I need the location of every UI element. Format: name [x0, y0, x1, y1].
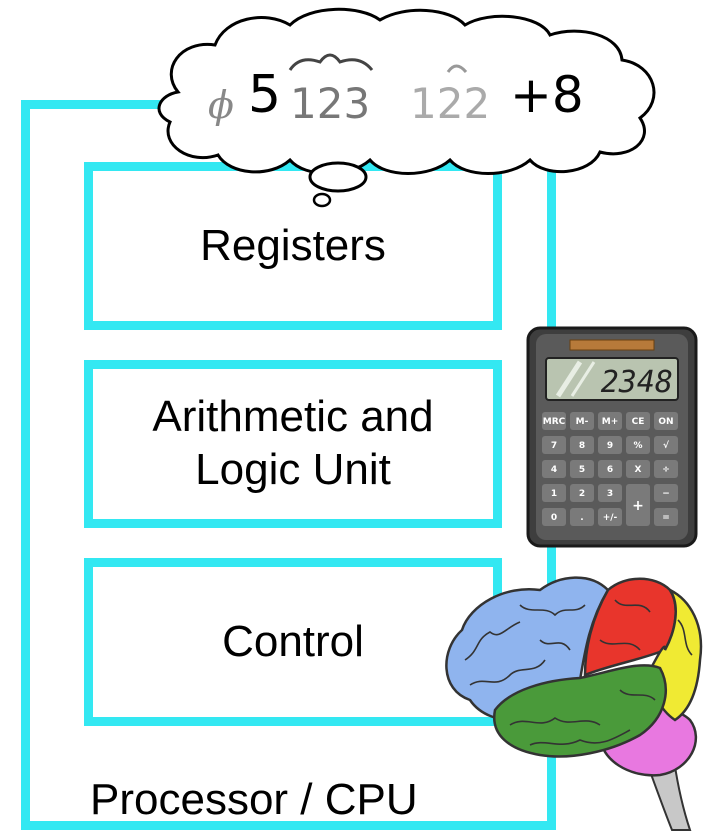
alu-label-line2: Logic Unit: [195, 445, 391, 494]
key-1: 1: [551, 489, 557, 499]
key-3: 3: [607, 489, 613, 499]
thought-cloud-icon: ϕ 5 123 122 +8: [157, 7, 656, 208]
key-5: 5: [579, 465, 585, 475]
key-sqrt: √: [663, 440, 670, 451]
key-on: ON: [658, 417, 673, 427]
key-minus: −: [662, 489, 670, 499]
key-6: 6: [607, 465, 613, 475]
thought-digit-phi: ϕ: [208, 83, 234, 127]
calculator-display: 2348: [601, 365, 673, 400]
key-percent: %: [633, 441, 642, 451]
registers-label: Registers: [200, 220, 386, 270]
key-7: 7: [551, 441, 557, 451]
control-label: Control: [222, 616, 364, 666]
thought-digit-122: 122: [410, 79, 490, 128]
key-4: 4: [551, 465, 557, 475]
key-ce: CE: [632, 417, 645, 427]
thought-digit-123: 123: [290, 79, 370, 128]
key-9: 9: [607, 441, 613, 451]
alu-box: Arithmetic and Logic Unit: [84, 360, 502, 528]
key-divide: ÷: [662, 465, 670, 475]
key-8: 8: [579, 441, 585, 451]
key-mminus: M-: [576, 417, 589, 427]
brain-icon: [445, 576, 703, 831]
cpu-label: Processor / CPU: [90, 775, 418, 824]
key-plusminus: +/-: [603, 513, 618, 523]
thought-digit-5: 5: [248, 65, 281, 125]
alu-label-line1: Arithmetic and: [152, 392, 434, 442]
registers-box: Registers: [84, 162, 502, 330]
thought-digit-plus8: +8: [510, 66, 584, 124]
key-dot: .: [580, 513, 583, 523]
key-mrc: MRC: [543, 417, 566, 427]
calculator-icon: 2348 MRC M- M+ CE ON 7 8 9 % √ 4 5 6 X ÷…: [526, 326, 698, 548]
key-mplus: M+: [602, 417, 619, 427]
key-equals: =: [662, 513, 670, 523]
control-box: Control: [84, 558, 502, 726]
key-2: 2: [579, 489, 585, 499]
key-0: 0: [551, 513, 557, 523]
key-multiply: X: [635, 465, 642, 475]
key-plus: +: [632, 498, 644, 514]
